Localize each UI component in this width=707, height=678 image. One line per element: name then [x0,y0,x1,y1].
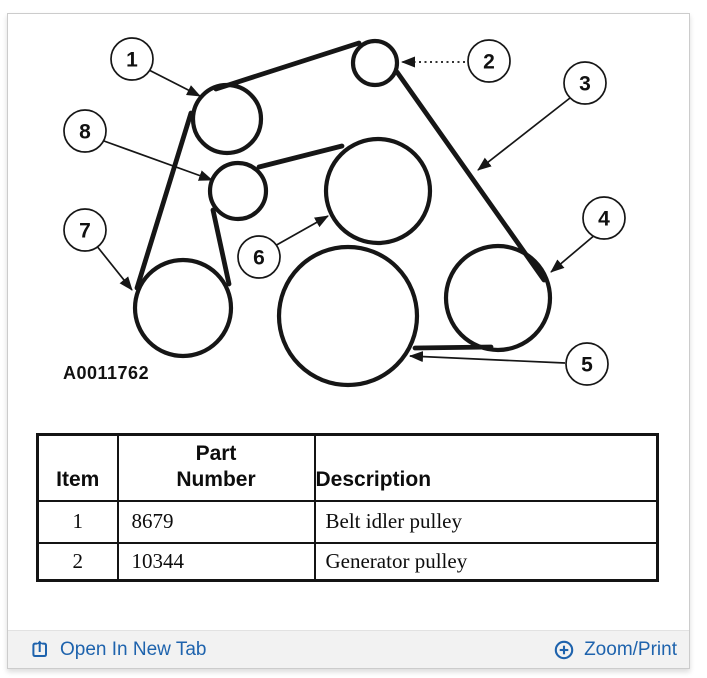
header-description: Description [313,433,659,502]
cell-item: 1 [36,499,119,544]
callout-number-5: 5 [581,354,593,377]
belt-diagram: 1 2 3 4 5 6 7 8 [63,37,626,388]
header-item: Item [36,433,119,502]
header-part-number: Part Number [116,433,316,502]
callout-number-7: 7 [79,220,91,243]
belt-routing-diagram: 1 2 3 4 5 6 7 8 A0011762 [8,14,691,433]
zoom-print-button[interactable]: Zoom/Print [553,639,677,661]
pulley [443,243,553,353]
belt-segment [256,143,345,170]
callout-number-4: 4 [598,208,610,231]
callout-circle-1 [110,37,154,81]
parts-table: Item Part Number Description 1 8679 Belt… [36,433,659,582]
table-row: 2 10344 Generator pulley [36,541,659,582]
callout-circle-5 [565,342,609,386]
open-in-new-tab-button[interactable]: Open In New Tab [30,639,206,661]
belt-segment [213,40,362,92]
callout-number-3: 3 [579,73,591,96]
callout-circle-4 [582,196,626,240]
pulley [276,244,420,388]
callout-circle-7 [63,208,107,252]
belt-segment [394,69,547,283]
open-in-new-tab-icon [30,639,51,660]
callout-arrow-6 [272,215,329,248]
open-in-new-tab-label: Open In New Tab [60,638,207,660]
pulley [190,82,264,156]
cell-description: Generator pulley [313,541,659,582]
table-header-row: Item Part Number Description [36,433,659,502]
callout-arrow-3 [477,97,571,171]
cell-description: Belt idler pulley [313,499,659,544]
zoom-plus-icon [553,639,575,661]
callout-circle-2 [467,39,511,83]
callout-circle-6 [237,235,281,279]
callout-arrow-5 [409,351,566,364]
callout-number-2: 2 [483,51,495,74]
pulley [350,38,400,88]
pulley [323,136,433,246]
callout-number-6: 6 [253,247,265,270]
figure-id-label: A0011762 [63,363,150,383]
cell-part-number: 8679 [116,499,316,544]
callout-number-1: 1 [126,49,138,72]
belt-segment [210,207,232,287]
callout-circle-8 [63,109,107,153]
zoom-print-label: Zoom/Print [584,638,677,660]
callout-circle-3 [563,61,607,105]
callout-arrow-1 [146,68,201,97]
pulley [207,160,269,222]
callout-arrow-7 [95,244,133,291]
callout-arrow-4 [550,233,597,273]
cell-part-number: 10344 [116,541,316,582]
pulley [132,257,234,359]
callout-arrow-8 [103,140,213,181]
viewer-toolbar: Open In New Tab Zoom/Print [8,630,689,668]
belt-segment [134,110,194,291]
callout-number-8: 8 [79,121,91,144]
table-row: 1 8679 Belt idler pulley [36,499,659,544]
cell-item: 2 [36,541,119,582]
